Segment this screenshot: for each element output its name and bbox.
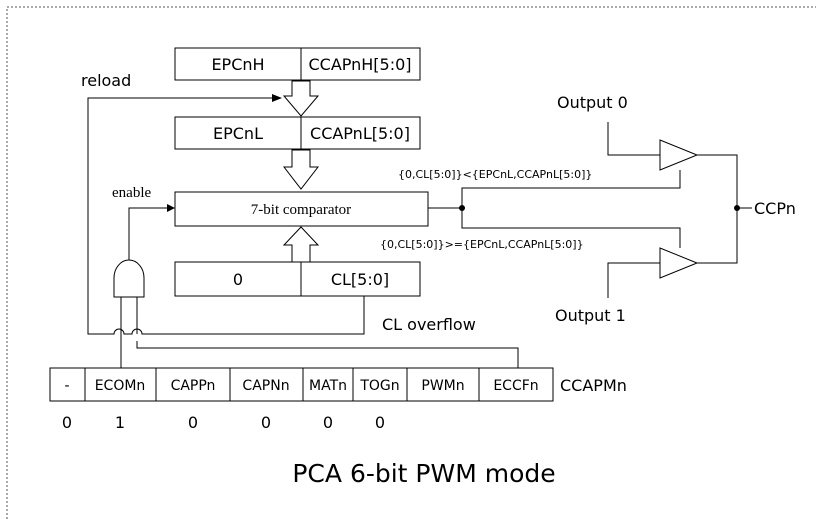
comparator-label: 7-bit comparator xyxy=(251,202,351,218)
ccapm-value-5: 0 xyxy=(188,413,198,432)
gate-input-pwm xyxy=(136,341,519,368)
buffer-merge-wire xyxy=(697,154,738,264)
output1-wire xyxy=(607,262,660,298)
ccapm-value-3: 0 xyxy=(323,413,333,432)
ccapm-name: CCAPMn xyxy=(560,376,627,395)
ccapm-value-7: 0 xyxy=(62,413,72,432)
ccapm-bit-4: CAPNn xyxy=(242,378,289,394)
enable-wire xyxy=(128,207,169,260)
ccpn-label: CCPn xyxy=(754,199,796,218)
output1-label: Output 1 xyxy=(555,306,626,325)
ccapm-bit-1: PWMn xyxy=(421,378,464,394)
reload-wire-arrowhead xyxy=(272,94,282,102)
enable-label: enable xyxy=(112,185,151,201)
to-upper-buffer xyxy=(461,170,681,208)
ccapm-bit-7: - xyxy=(64,378,69,394)
counter-right: CL[5:0] xyxy=(331,270,389,289)
register-low: EPCnL CCAPnL[5:0] xyxy=(174,116,421,150)
register-high-right: CCAPnH[5:0] xyxy=(308,55,411,74)
diagram-caption: PCA 6-bit PWM mode xyxy=(292,459,555,488)
lower-buffer xyxy=(659,247,699,279)
register-low-left: EPCnL xyxy=(213,124,263,143)
ccapm-bit-5: CAPPn xyxy=(171,378,216,394)
upper-buffer xyxy=(659,139,699,171)
output0-wire xyxy=(607,122,660,156)
ccapm-value-6: 1 xyxy=(115,413,125,432)
ccapm-bit-6: ECOMn xyxy=(95,378,146,394)
register-low-right: CCAPnL[5:0] xyxy=(310,124,410,143)
reload-wire xyxy=(87,97,365,335)
ccapm-bit-3: MATn xyxy=(309,378,347,394)
register-high: EPCnH CCAPnH[5:0] xyxy=(174,47,421,81)
cl-overflow-label: CL overflow xyxy=(382,315,476,334)
register-high-left: EPCnH xyxy=(211,55,264,74)
ccapm-value-2: 0 xyxy=(375,413,385,432)
compare-arrow xyxy=(282,149,320,190)
ccapm-value-4: 0 xyxy=(261,413,271,432)
counter-left: 0 xyxy=(233,270,243,289)
ccapm-bit-2: TOGn xyxy=(359,378,399,394)
reload-label: reload xyxy=(81,71,131,90)
comparator-box xyxy=(174,191,429,227)
dashed-frame xyxy=(6,6,816,519)
enable-arrowhead xyxy=(167,204,175,212)
cond-ge-label: {0,CL[5:0]}>={EPCnL,CCAPnL[5:0]} xyxy=(380,238,584,251)
cond-less-label: {0,CL[5:0]}<{EPCnL,CCAPnL[5:0]} xyxy=(398,168,592,181)
ccapm-bit-0: ECCFn xyxy=(493,378,538,394)
output0-label: Output 0 xyxy=(557,93,628,112)
reload-arrow xyxy=(282,80,320,117)
to-lower-buffer xyxy=(461,208,681,248)
counter-arrow xyxy=(282,226,320,263)
and-gate xyxy=(113,259,145,298)
counter-register: 0 CL[5:0] xyxy=(174,261,421,297)
ccapm-register: - ECOMn CAPPn CAPNn MATn TOGn PWMn ECCFn xyxy=(49,367,554,402)
